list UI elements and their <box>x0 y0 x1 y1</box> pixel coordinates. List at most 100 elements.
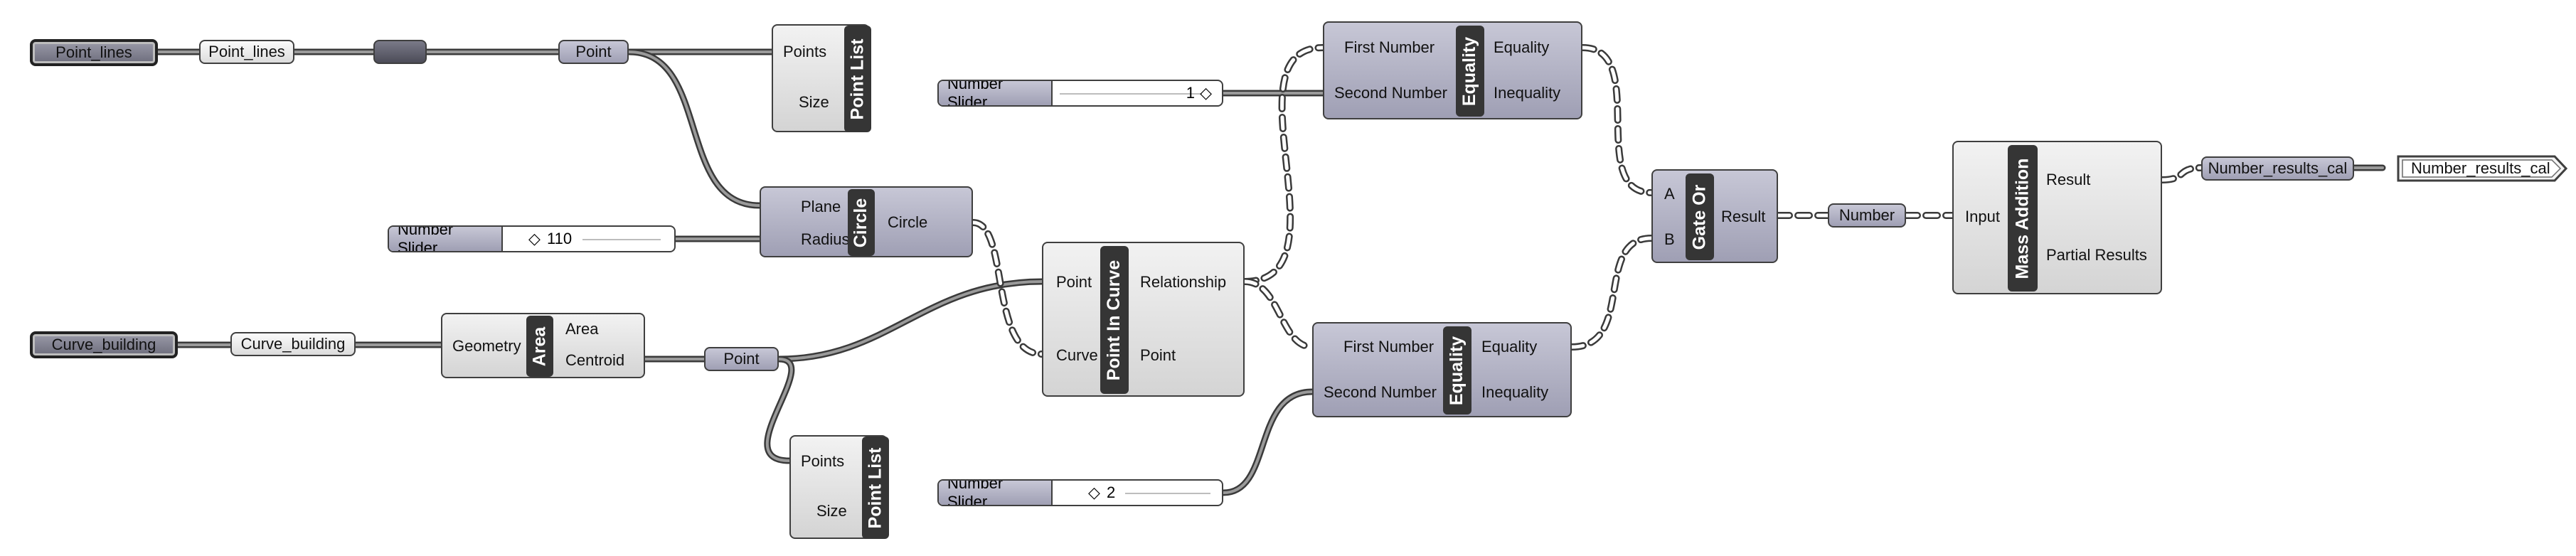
wire-point-to-pointlist2-inner <box>765 358 793 462</box>
eq1-input-first-number[interactable]: First Number <box>1344 38 1435 56</box>
eq1-title: Equality <box>1459 36 1480 106</box>
wire-eq2-to-gate-b <box>1568 235 1655 351</box>
number-slider-bottom[interactable]: Number Slider ◇ 2 <box>937 479 1223 506</box>
point-in-curve-component[interactable]: Point Curve Point In Curve Relationship … <box>1042 242 1245 397</box>
pic-title: Point In Curve <box>1104 260 1124 380</box>
area-output-centroid[interactable]: Centroid <box>565 351 625 369</box>
eq1-input-second-number[interactable]: Second Number <box>1334 84 1447 102</box>
pointlist2-title: Point List <box>865 447 885 528</box>
slider-top-value: 1 <box>1186 84 1195 102</box>
panel-label: Number_results_cal <box>2411 159 2550 177</box>
equality-component-1[interactable]: First Number Second Number Equality Equa… <box>1323 21 1582 119</box>
point-relay-param-1[interactable]: Point <box>558 40 629 64</box>
slider-bottom-label: Number Slider <box>939 481 1053 505</box>
massadd-title: Mass Addition <box>2012 158 2033 279</box>
dark-relay-node[interactable] <box>373 40 427 64</box>
eq2-input-first-number[interactable]: First Number <box>1343 338 1435 355</box>
mass-addition-component[interactable]: Input Mass Addition Result Partial Resul… <box>1952 141 2162 294</box>
pointlist1-input-size[interactable]: Size <box>799 93 829 111</box>
eq2-output-inequality[interactable]: Inequality <box>1481 383 1549 401</box>
slider-top-label: Number Slider <box>939 81 1053 105</box>
gate-input-a[interactable]: A <box>1664 185 1675 203</box>
curve-building-relay-label: Curve_building <box>240 335 346 353</box>
gate-output-result[interactable]: Result <box>1721 208 1766 225</box>
number-relay-param[interactable]: Number <box>1828 203 1906 228</box>
pointlist2-title-bar[interactable]: Point List <box>862 437 889 539</box>
point-lines-relay-param[interactable]: Point_lines <box>199 40 294 64</box>
slider-top-track[interactable] <box>1060 93 1202 95</box>
eq2-input-second-number[interactable]: Second Number <box>1324 383 1437 401</box>
wire-point-to-pointlist2 <box>764 355 795 464</box>
number-relay-label: Number <box>1838 206 1895 224</box>
gate-or-component[interactable]: A B Gate Or Result <box>1651 169 1778 263</box>
eq2-output-equality[interactable]: Equality <box>1481 338 1538 355</box>
slider-radius-label: Number Slider <box>389 227 503 251</box>
gate-title: Gate Or <box>1689 184 1710 250</box>
eq1-title-bar[interactable]: Equality <box>1456 26 1484 117</box>
point-lines-source-label: Point_lines <box>55 43 132 61</box>
number-slider-radius[interactable]: Number Slider ◇ 110 <box>388 225 676 252</box>
gate-input-b[interactable]: B <box>1664 230 1675 248</box>
wire-slider3-to-eq2-inner <box>1222 390 1314 494</box>
dashed-wires <box>969 44 2205 358</box>
massadd-title-bar[interactable]: Mass Addition <box>2008 145 2038 292</box>
massadd-input[interactable]: Input <box>1965 208 2000 225</box>
point-lines-relay-label: Point_lines <box>208 43 285 60</box>
point-relay-label-2: Point <box>723 350 760 368</box>
slider-radius-value: 110 <box>547 230 573 247</box>
pic-title-bar[interactable]: Point In Curve <box>1100 246 1129 394</box>
solid-wires <box>154 48 2386 496</box>
wire-eq2-to-gate-b-inner <box>1570 236 1654 349</box>
number-results-cal-param[interactable]: Number_results_cal <box>2201 156 2354 181</box>
pointlist2-input-size[interactable]: Size <box>816 502 847 520</box>
area-input-geometry[interactable]: Geometry <box>452 337 521 355</box>
eq2-title-bar[interactable]: Equality <box>1443 326 1471 415</box>
point-list-component-2[interactable]: Points Size Point List <box>789 435 889 539</box>
circle-input-plane[interactable]: Plane <box>801 198 841 215</box>
pic-output-relationship[interactable]: Relationship <box>1140 273 1227 291</box>
wire-relationship-to-eq2-inner <box>1242 279 1314 349</box>
area-title-bar[interactable]: Area <box>526 316 553 377</box>
point-list-component-1[interactable]: Points Size Point List <box>772 24 871 132</box>
pointlist2-input-points[interactable]: Points <box>801 452 845 470</box>
pic-input-curve[interactable]: Curve <box>1056 346 1098 364</box>
panel-arrow-shape <box>2397 155 2567 182</box>
gate-title-bar[interactable]: Gate Or <box>1686 173 1714 260</box>
eq1-output-equality[interactable]: Equality <box>1494 38 1550 56</box>
equality-component-2[interactable]: First Number Second Number Equality Equa… <box>1312 322 1572 417</box>
curve-building-source-label: Curve_building <box>51 336 156 353</box>
pointlist1-title: Point List <box>847 38 868 119</box>
slider-radius-track[interactable] <box>582 239 661 240</box>
curve-building-source-param[interactable]: Curve_building <box>30 331 178 358</box>
area-title: Area <box>529 326 550 366</box>
pointlist1-input-points[interactable]: Points <box>783 43 827 60</box>
slider-bottom-track[interactable] <box>1125 493 1210 494</box>
slider-bottom-grip-icon[interactable]: ◇ <box>1088 483 1100 501</box>
slider-radius-grip-icon[interactable]: ◇ <box>528 230 541 247</box>
curve-building-relay-param[interactable]: Curve_building <box>230 332 356 356</box>
circle-title: Circle <box>851 198 871 247</box>
pointlist1-title-bar[interactable]: Point List <box>844 26 871 132</box>
point-lines-source-param[interactable]: Point_lines <box>30 39 158 66</box>
circle-component[interactable]: Plane Radius Circle Circle <box>760 186 973 257</box>
slider-top-grip-icon[interactable]: ◇ <box>1200 84 1212 102</box>
number-results-cal-panel[interactable]: Number_results_cal <box>2397 155 2567 182</box>
circle-input-radius[interactable]: Radius <box>801 230 850 248</box>
area-output-area[interactable]: Area <box>565 320 599 338</box>
pic-output-point[interactable]: Point <box>1140 346 1176 364</box>
area-component[interactable]: Geometry Area Area Centroid <box>441 313 645 378</box>
circle-title-bar[interactable]: Circle <box>848 189 875 256</box>
massadd-output-result[interactable]: Result <box>2046 171 2091 188</box>
wire-relationship-to-eq1-inner <box>1242 46 1325 284</box>
point-relay-label-1: Point <box>575 43 612 60</box>
eq1-output-inequality[interactable]: Inequality <box>1494 84 1561 102</box>
point-relay-param-2[interactable]: Point <box>704 347 779 371</box>
eq2-title: Equality <box>1447 336 1467 405</box>
number-slider-top[interactable]: Number Slider 1 ◇ <box>937 80 1223 107</box>
circle-output-circle[interactable]: Circle <box>888 213 928 231</box>
wire-eq1-to-gate-a-inner <box>1580 46 1654 195</box>
massadd-output-partial-results[interactable]: Partial Results <box>2046 246 2147 264</box>
slider-bottom-value: 2 <box>1107 483 1116 501</box>
pic-input-point[interactable]: Point <box>1056 273 1092 291</box>
